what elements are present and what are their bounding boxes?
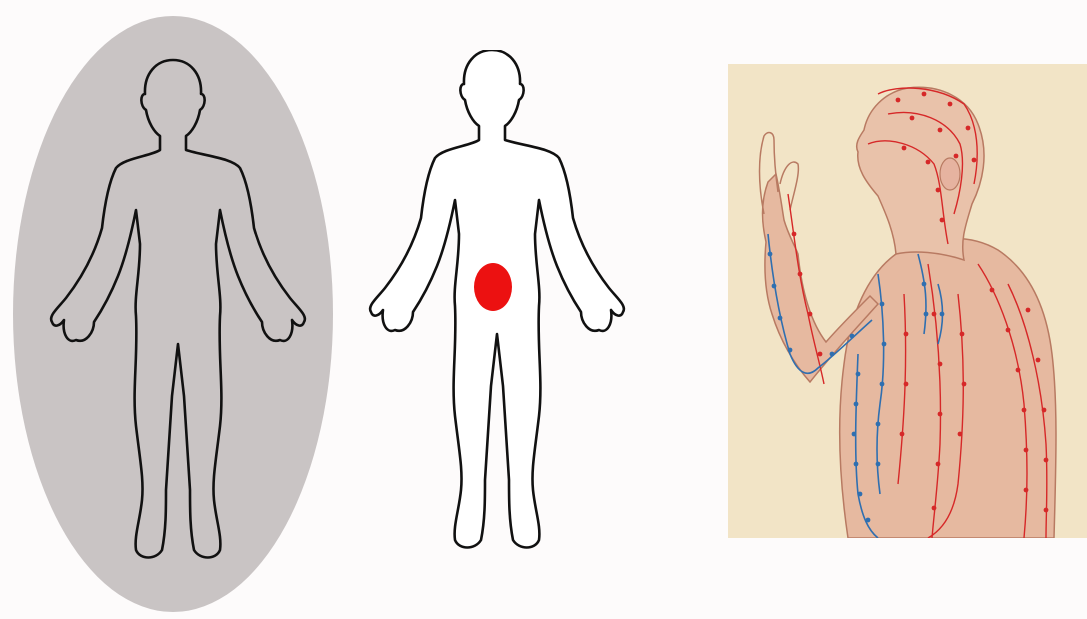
torso-shape [840, 238, 1056, 538]
aura-illustration [10, 14, 335, 614]
ear-shape [940, 158, 960, 190]
aura-figure [10, 14, 335, 614]
meridian-illustration [728, 64, 1087, 538]
focus-spot [474, 263, 512, 311]
focus-illustration [355, 50, 635, 555]
meridian-chart-image [728, 64, 1087, 538]
focus-figure [355, 50, 635, 555]
aura-halo [13, 16, 333, 612]
